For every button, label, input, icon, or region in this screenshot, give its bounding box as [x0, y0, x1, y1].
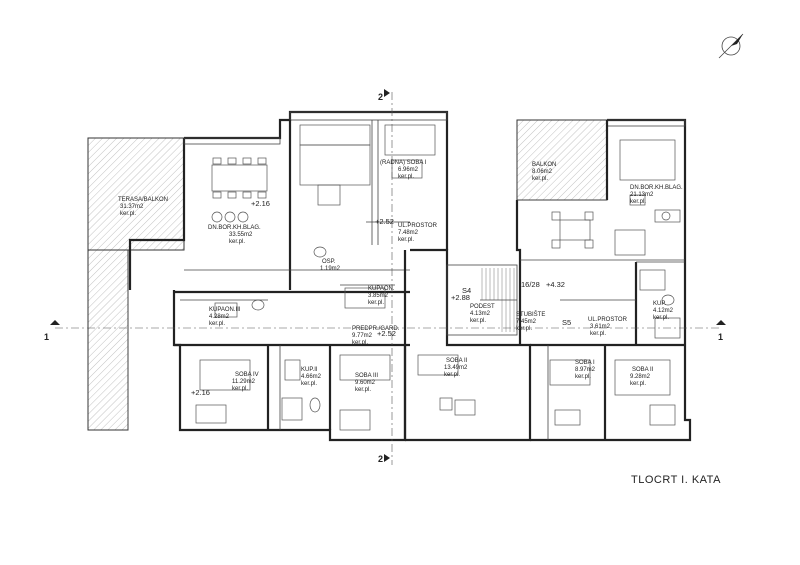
- room-area: 7.45m2: [516, 319, 537, 325]
- room-name: DN.BOR.KH.BLAG.: [208, 225, 261, 231]
- room-name: STUBIŠTE: [516, 311, 545, 318]
- room-note: ker.pl.: [653, 315, 669, 321]
- room-note: ker.pl.: [229, 239, 245, 245]
- section-label-left: 1: [44, 332, 49, 342]
- room-soba-ii-furniture: [417, 354, 476, 416]
- room-name: BALKON: [532, 162, 556, 168]
- dining-table-right: [551, 209, 681, 256]
- section-label-top: 2: [378, 92, 383, 102]
- room-note: ker.pl.: [301, 381, 317, 387]
- bed-soba-i-right: [549, 359, 591, 426]
- room-note: ker.pl.: [630, 199, 646, 205]
- room-note: ker.pl.: [398, 174, 414, 180]
- room-note: ker.pl.: [590, 331, 606, 337]
- level-soba-iv: +2.16: [191, 388, 210, 397]
- section-line-2: [384, 89, 393, 465]
- room-area: 9.28m2: [630, 374, 651, 380]
- stair-marker-s4: S4: [462, 286, 471, 295]
- room-name: SOBA IV: [235, 372, 259, 378]
- level-markers: +2.16 +2.16 +2.52 +2.52 +2.88 +4.32 S4 S…: [191, 199, 571, 397]
- room-labels: TERASA/BALKON 31.37m2 ker.pl. DN.BOR.KH.…: [118, 160, 683, 393]
- room-area: 33.55m2: [229, 232, 253, 238]
- room-note: ker.pl.: [355, 387, 371, 393]
- room-note: ker.pl.: [532, 176, 548, 182]
- room-note: ker.pl.: [630, 381, 646, 387]
- room-name: PREDPR./GARD.: [352, 326, 400, 332]
- walls-right-unit: [515, 118, 692, 442]
- drawing-title: TLOCRT I. KATA: [631, 474, 721, 486]
- room-area: 1.19m2: [320, 266, 341, 272]
- level-ul-prostor: +2.52: [375, 217, 394, 226]
- room-area: 11.29m2: [232, 379, 256, 385]
- sofa-left: [299, 124, 371, 206]
- stair-count: 16/28: [521, 280, 540, 289]
- room-name: KUPAON.: [368, 286, 395, 292]
- room-area: 9.60m2: [355, 380, 376, 386]
- room-area: 4.13m2: [470, 311, 491, 317]
- room-note: ker.pl.: [444, 372, 460, 378]
- room-name: PODEST: [470, 304, 495, 310]
- level-stair-left: +2.88: [451, 293, 470, 302]
- room-note: ker.pl.: [209, 321, 225, 327]
- room-area: 8.97m2: [575, 367, 596, 373]
- stair-core: [405, 248, 532, 442]
- room-name: SOBA III: [355, 373, 378, 379]
- stair-marker-s5: S5: [562, 318, 571, 327]
- room-area: 3.61m2: [590, 324, 611, 330]
- room-area: 6.96m2: [398, 167, 419, 173]
- room-name: OSP.: [322, 259, 336, 265]
- room-area: 3.85m2: [368, 293, 389, 299]
- room-note: ker.pl.: [368, 300, 384, 306]
- room-name: SOBA I: [575, 360, 595, 366]
- balcony-right: [516, 119, 608, 201]
- room-note: ker.pl.: [470, 318, 486, 324]
- bathroom-fixtures-left: [214, 246, 386, 421]
- room-name: KUPAON.III: [209, 307, 241, 313]
- terrace-area: [87, 137, 185, 431]
- north-arrow-icon: [718, 33, 744, 59]
- level-terasa: +2.16: [251, 199, 270, 208]
- room-name: KUP.II: [301, 367, 318, 373]
- walls-left-unit: [128, 110, 449, 442]
- section-marker-icon: [50, 320, 726, 325]
- room-note: ker.pl.: [398, 237, 414, 243]
- room-note: ker.pl.: [516, 326, 532, 332]
- section-line-1: [50, 320, 726, 329]
- bed-soba-iii: [339, 354, 391, 431]
- room-name: (RADNA) SOBA I: [380, 160, 427, 166]
- room-area: 4.28m2: [209, 314, 230, 320]
- room-note: ker.pl.: [120, 211, 136, 217]
- room-area: 8.06m2: [532, 169, 553, 175]
- bed-soba-ii-right: [614, 359, 676, 426]
- room-name: UL.PROSTOR: [398, 223, 438, 229]
- room-name: TERASA/BALKON: [118, 197, 168, 203]
- section-label-bottom: 2: [378, 454, 383, 464]
- dining-table-left: [211, 157, 268, 223]
- room-note: ker.pl.: [352, 340, 368, 346]
- room-area: 4.12m2: [653, 308, 674, 314]
- room-area: 7.48m2: [398, 230, 419, 236]
- room-area: 9.77m2: [352, 333, 373, 339]
- room-note: ker.pl.: [575, 374, 591, 380]
- room-name: UL.PROSTOR: [588, 317, 628, 323]
- section-label-right: 1: [718, 332, 723, 342]
- level-predprostor: +2.52: [377, 329, 396, 338]
- room-area: 4.66m2: [301, 374, 322, 380]
- room-area: 31.37m2: [120, 204, 144, 210]
- level-stair-right: +4.32: [546, 280, 565, 289]
- room-name: DN.BOR.KH.BLAG.: [630, 185, 683, 191]
- room-area: 21.13m2: [630, 192, 654, 198]
- room-name: SOBA II: [446, 358, 468, 364]
- sofa-right: [619, 139, 676, 206]
- bed-soba-iv: [195, 359, 251, 424]
- room-name: KUP.: [653, 301, 667, 307]
- room-name: SOBA II: [632, 367, 654, 373]
- room-area: 13.49m2: [444, 365, 468, 371]
- room-note: ker.pl.: [232, 386, 248, 392]
